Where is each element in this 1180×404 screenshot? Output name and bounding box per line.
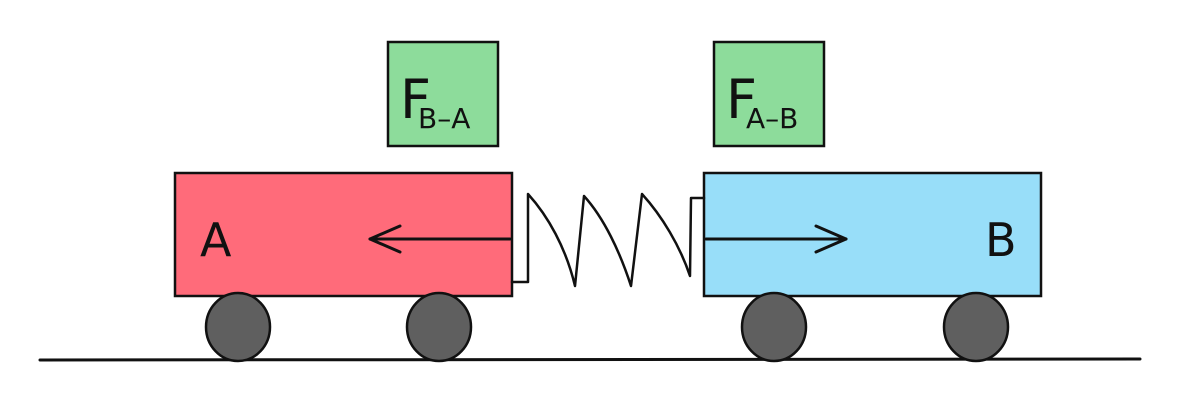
arrow-head-left	[368, 224, 402, 254]
cart-a-body	[173, 171, 514, 298]
cart-b-label: B	[985, 213, 1017, 267]
cart-a-wheel-right	[405, 291, 473, 363]
force-box-a-on-b	[712, 40, 826, 148]
force-subscript-b-on-a: B–A	[418, 102, 470, 135]
cart-b-wheel-right	[942, 291, 1010, 363]
cart-a: A	[173, 171, 514, 363]
force-subscript-a-on-b: A–B	[746, 102, 798, 135]
force-symbol-a-on-b: F	[726, 68, 757, 131]
force-arrow-right	[704, 224, 848, 254]
spring-coil	[510, 192, 706, 288]
spring	[510, 192, 706, 288]
cart-b-wheel-left	[740, 291, 808, 363]
force-label-b-on-a: F B–A	[386, 40, 500, 148]
cart-a-wheel-left	[204, 291, 272, 363]
ground-line	[38, 357, 1142, 362]
force-box-b-on-a	[386, 40, 500, 148]
force-symbol-b-on-a: F	[400, 68, 431, 131]
cart-b-body	[702, 171, 1043, 298]
cart-b: B	[702, 171, 1043, 363]
cart-a-label: A	[200, 213, 232, 267]
force-arrow-left	[368, 224, 512, 254]
force-label-a-on-b: F A–B	[712, 40, 826, 148]
arrow-head-right	[814, 224, 848, 254]
